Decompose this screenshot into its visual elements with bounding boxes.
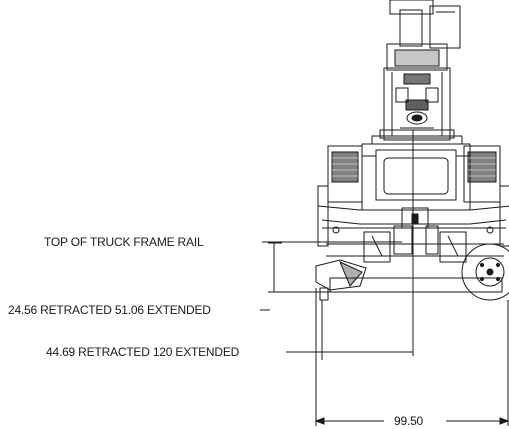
left-outrigger-pad xyxy=(315,259,367,301)
dimension-lines xyxy=(260,241,509,426)
overall-width-label: 99.50 xyxy=(394,414,424,428)
frame-rail-label: TOP OF TRUCK FRAME RAIL xyxy=(44,235,204,249)
outrigger-span-label: 44.69 RETRACTED 120 EXTENDED xyxy=(46,345,240,359)
boom-mast xyxy=(371,0,463,145)
left-cabinet xyxy=(327,145,363,203)
carrier-frame xyxy=(317,185,509,293)
right-cabinet xyxy=(463,145,501,203)
turntable xyxy=(361,143,471,229)
right-wheel xyxy=(461,243,509,301)
outrigger-height-label: 24.56 RETRACTED 51.06 EXTENDED xyxy=(8,303,211,317)
